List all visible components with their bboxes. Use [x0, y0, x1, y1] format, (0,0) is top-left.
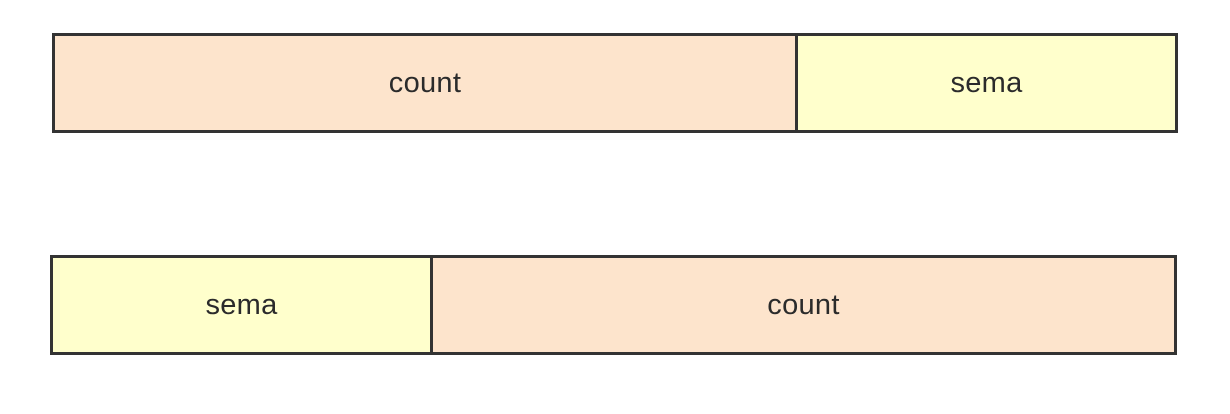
layout-row-1: count sema — [52, 33, 1178, 133]
segment-count: count — [430, 255, 1177, 355]
segment-sema: sema — [50, 255, 433, 355]
segment-label: count — [767, 288, 840, 321]
segment-count: count — [52, 33, 798, 133]
layout-row-2: sema count — [50, 255, 1177, 355]
segment-label: sema — [205, 288, 278, 321]
segment-sema: sema — [795, 33, 1178, 133]
segment-label: sema — [950, 66, 1023, 99]
segment-label: count — [388, 66, 462, 99]
